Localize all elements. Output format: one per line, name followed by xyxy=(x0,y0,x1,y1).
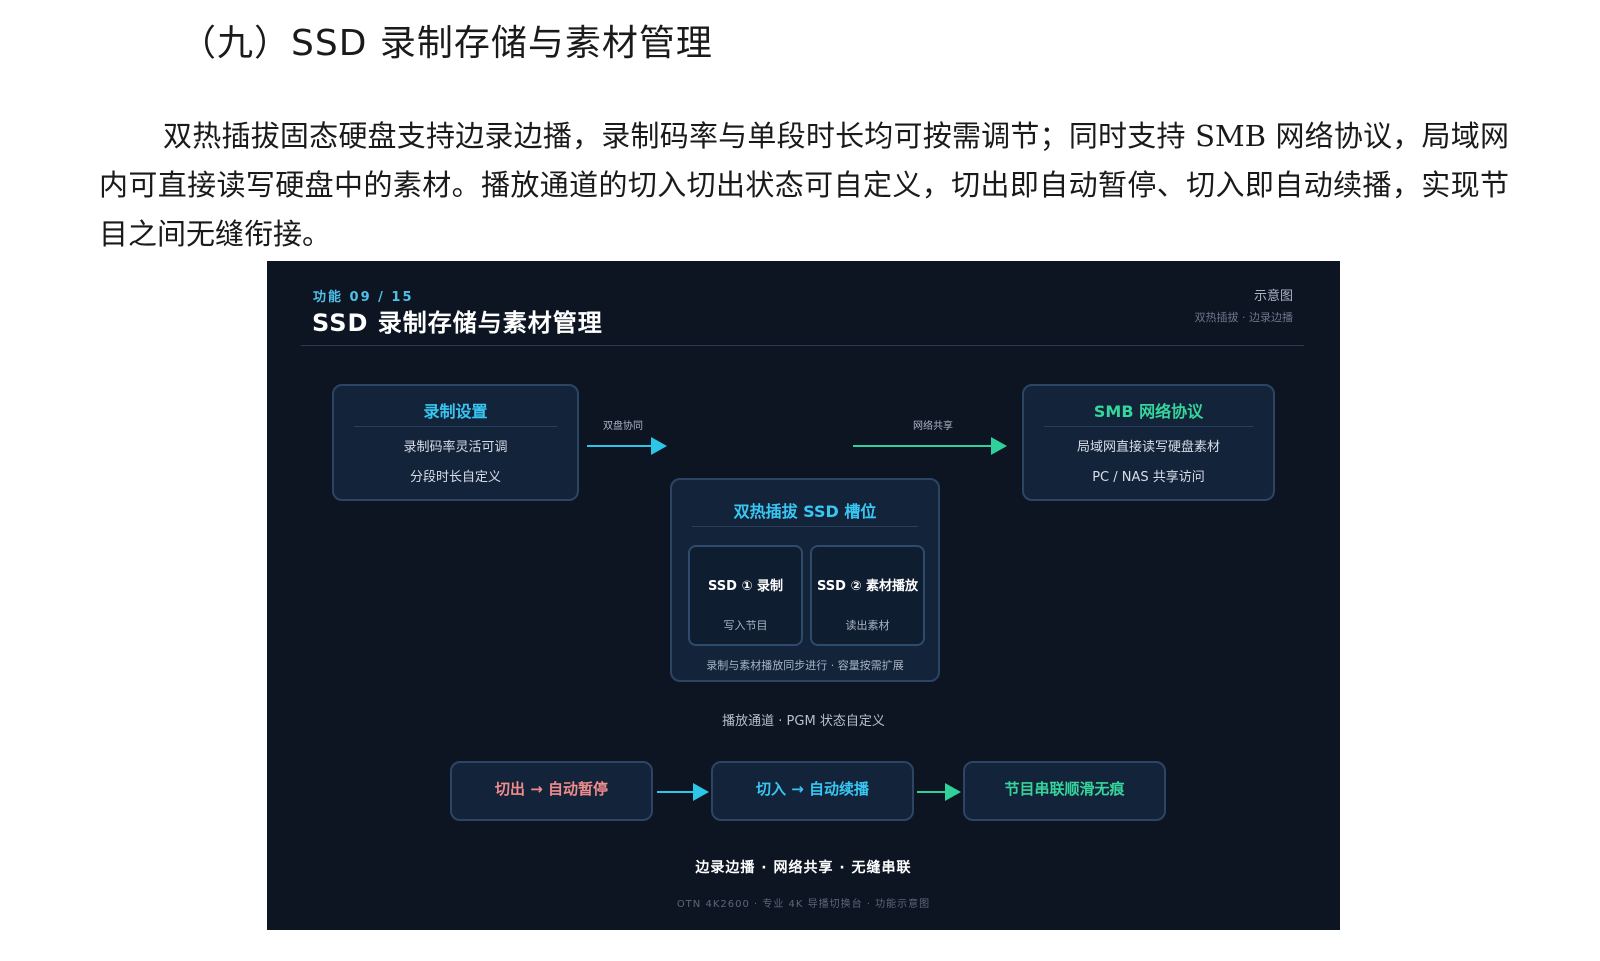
figure-divider xyxy=(301,345,1304,346)
channel-label: 播放通道 · PGM 状态自定义 xyxy=(722,714,885,729)
cut-out-step: 切出 → 自动暂停 xyxy=(450,761,653,821)
figure-kicker: 功能 09 / 15 xyxy=(313,290,414,305)
smb-protocol-line2: PC / NAS 共享访问 xyxy=(1092,470,1205,485)
ssd-slot-2-title: SSD ② 素材播放 xyxy=(817,579,918,594)
smb-protocol-line1: 局域网直接读写硬盘素材 xyxy=(1076,440,1220,455)
record-settings-line2: 分段时长自定义 xyxy=(409,470,501,485)
arrow-step-2 xyxy=(917,783,961,801)
figure-tag: 示意图 xyxy=(1253,289,1293,304)
seamless-step: 节目串联顺滑无痕 xyxy=(963,761,1166,821)
cut-out-step-label: 切出 → 自动暂停 xyxy=(494,780,608,798)
figure-footer: OTN 4K2600 · 专业 4K 导播切换台 · 功能示意图 xyxy=(676,899,931,910)
record-settings-title: 录制设置 xyxy=(423,402,488,421)
ssd-slot-1: SSD ① 录制 写入节目 xyxy=(688,545,803,646)
section-paragraph: 双热插拔固态硬盘支持边录边播，录制码率与单段时长均可按需调节；同时支持 SMB … xyxy=(99,119,1509,251)
ssd-slot-2: SSD ② 素材播放 读出素材 xyxy=(810,545,925,646)
feature-diagram: 功能 09 / 15 SSD 录制存储与素材管理 示意图 双热插拔 · 边录边播… xyxy=(267,261,1340,930)
seamless-step-label: 节目串联顺滑无痕 xyxy=(1004,780,1125,798)
figure-summary: 边录边播 · 网络共享 · 无缝串联 xyxy=(695,860,912,876)
smb-protocol-box: SMB 网络协议 局域网直接读写硬盘素材 PC / NAS 共享访问 xyxy=(1022,384,1275,501)
figure-title: SSD 录制存储与素材管理 xyxy=(312,309,603,337)
cut-in-step-label: 切入 → 自动续播 xyxy=(755,780,869,798)
arrow-to-smb xyxy=(853,437,1007,455)
arrow-step-1 xyxy=(657,783,709,801)
ssd-slot-2-sub: 读出素材 xyxy=(845,619,890,632)
ssd-slot-1-sub: 写入节目 xyxy=(723,619,768,632)
ssd-slot-1-title: SSD ① 录制 xyxy=(708,579,783,594)
record-settings-box: 录制设置 录制码率灵活可调 分段时长自定义 xyxy=(332,384,579,501)
smb-protocol-divider xyxy=(1044,426,1253,427)
cut-in-step: 切入 → 自动续播 xyxy=(711,761,914,821)
network-share-label: 网络共享 xyxy=(913,421,953,432)
record-settings-divider xyxy=(354,426,557,427)
section-heading: （九）SSD 录制存储与素材管理 xyxy=(180,23,713,64)
ssd-slot-caption: 录制与素材播放同步进行 · 容量按需扩展 xyxy=(706,659,904,672)
smb-protocol-title: SMB 网络协议 xyxy=(1093,402,1204,421)
record-settings-line1: 录制码率灵活可调 xyxy=(403,440,508,455)
arrow-to-ssd xyxy=(587,437,667,455)
ssd-slot-box: 双热插拔 SSD 槽位 SSD ① 录制 写入节目 SSD ② 素材播放 读出素… xyxy=(670,478,940,682)
ssd-slot-title: 双热插拔 SSD 槽位 xyxy=(733,502,877,521)
figure-tag-subtitle: 双热插拔 · 边录边播 xyxy=(1194,311,1294,324)
ssd-slot-divider xyxy=(692,526,918,527)
dual-disk-label: 双盘协同 xyxy=(603,421,643,432)
